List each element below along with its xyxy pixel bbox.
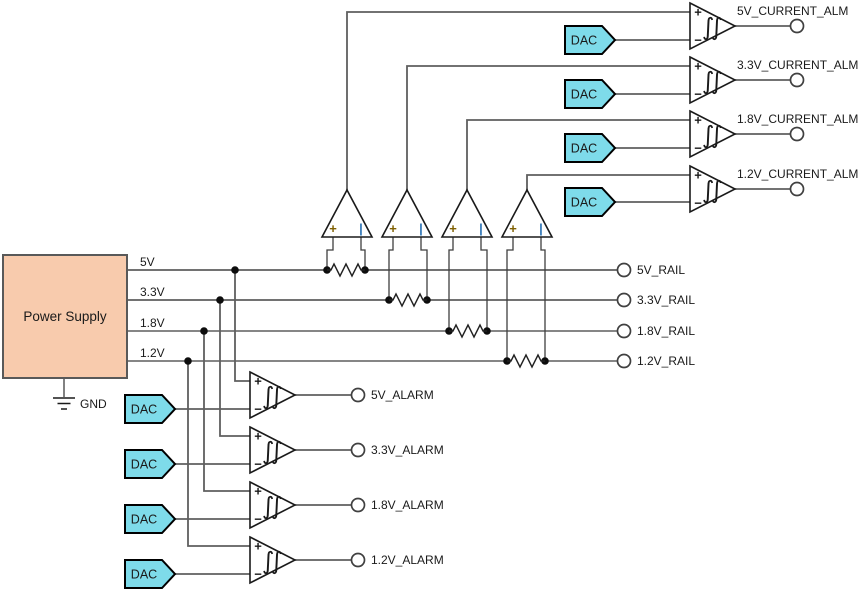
label-5v-alarm: 5V_ALARM — [371, 388, 434, 402]
label-3v3-alarm: 3.3V_ALARM — [371, 443, 444, 457]
wire-amp1-sense — [326, 237, 366, 270]
wire-tap-5v — [234, 270, 250, 382]
label-1v2-current-alm: 1.2V_CURRENT_ALM — [737, 167, 858, 181]
label-3v3-current-alm: 3.3V_CURRENT_ALM — [737, 58, 858, 72]
wire-label-3v3: 3.3V — [140, 285, 165, 299]
wires — [63, 11, 790, 575]
label-1v2-rail: 1.2V_RAIL — [637, 354, 695, 368]
wire-amp3-to-comp — [466, 119, 690, 190]
comparator-voltage-3v3 — [249, 426, 296, 474]
wire-amp2-to-comp — [406, 65, 690, 190]
terminal-5v-rail — [616, 262, 632, 278]
comparator-current-5v — [689, 2, 736, 50]
terminal-1v2-current-alm — [789, 181, 805, 197]
shunt-resistor-5v — [326, 263, 366, 277]
label-1v8-alarm: 1.8V_ALARM — [371, 498, 444, 512]
dac-block-bottom-3 — [124, 504, 176, 534]
terminal-3v3-alarm — [350, 442, 366, 458]
comparator-current-3v3 — [689, 56, 736, 104]
shunt-resistor-1v8 — [448, 324, 488, 338]
wire-amp4-to-comp — [526, 174, 690, 190]
terminal-5v-current-alm — [789, 18, 805, 34]
dac-block-top-1 — [564, 25, 616, 55]
current-sense-amp-1v8 — [441, 189, 493, 238]
label-1v8-rail: 1.8V_RAIL — [637, 324, 695, 338]
dac-block-bottom-2 — [124, 449, 176, 479]
dac-block-top-3 — [564, 133, 616, 163]
comparator-current-1v8 — [689, 110, 736, 158]
wire-label-1v2: 1.2V — [140, 346, 165, 360]
current-sense-amp-3v3 — [381, 189, 433, 238]
label-5v-current-alm: 5V_CURRENT_ALM — [737, 4, 848, 18]
terminal-1v8-rail — [616, 323, 632, 339]
terminal-3v3-current-alm — [789, 72, 805, 88]
dac-block-top-4 — [564, 187, 616, 217]
wire-amp3-sense — [448, 237, 488, 331]
shunt-resistor-3v3 — [388, 293, 428, 307]
terminal-3v3-rail — [616, 292, 632, 308]
wire-amp4-sense — [506, 237, 546, 361]
shunt-resistor-1v2 — [506, 354, 546, 368]
terminal-1v2-alarm — [350, 552, 366, 568]
terminal-1v8-alarm — [350, 497, 366, 513]
wire-label-1v8: 1.8V — [140, 316, 165, 330]
wire-tap-1v8 — [203, 331, 250, 492]
junction-dots — [184, 266, 549, 365]
power-supply-block: Power Supply — [2, 254, 128, 379]
label-5v-rail: 5V_RAIL — [637, 263, 685, 277]
wire-tap-1v2 — [187, 361, 250, 547]
label-1v2-alarm: 1.2V_ALARM — [371, 553, 444, 567]
terminal-1v8-current-alm — [789, 126, 805, 142]
comparator-voltage-5v — [249, 371, 296, 419]
wire-label-5v: 5V — [140, 255, 155, 269]
terminal-1v2-rail — [616, 353, 632, 369]
terminal-5v-alarm — [350, 387, 366, 403]
wire-amp1-to-comp — [346, 11, 690, 190]
label-3v3-rail: 3.3V_RAIL — [637, 293, 695, 307]
wire-amp2-sense — [388, 237, 428, 300]
dac-block-bottom-4 — [124, 559, 176, 589]
wire-tap-3v3 — [219, 300, 250, 437]
current-sense-amp-5v — [321, 189, 373, 238]
ground-label: GND — [80, 397, 107, 411]
comparator-current-1v2 — [689, 165, 736, 213]
comparator-voltage-1v2 — [249, 536, 296, 584]
comparator-voltage-1v8 — [249, 481, 296, 529]
ground-icon — [53, 397, 75, 410]
current-sense-amp-1v2 — [501, 189, 553, 238]
power-supply-label: Power Supply — [23, 309, 107, 324]
label-1v8-current-alm: 1.8V_CURRENT_ALM — [737, 112, 858, 126]
dac-block-bottom-1 — [124, 394, 176, 424]
dac-block-top-2 — [564, 79, 616, 109]
